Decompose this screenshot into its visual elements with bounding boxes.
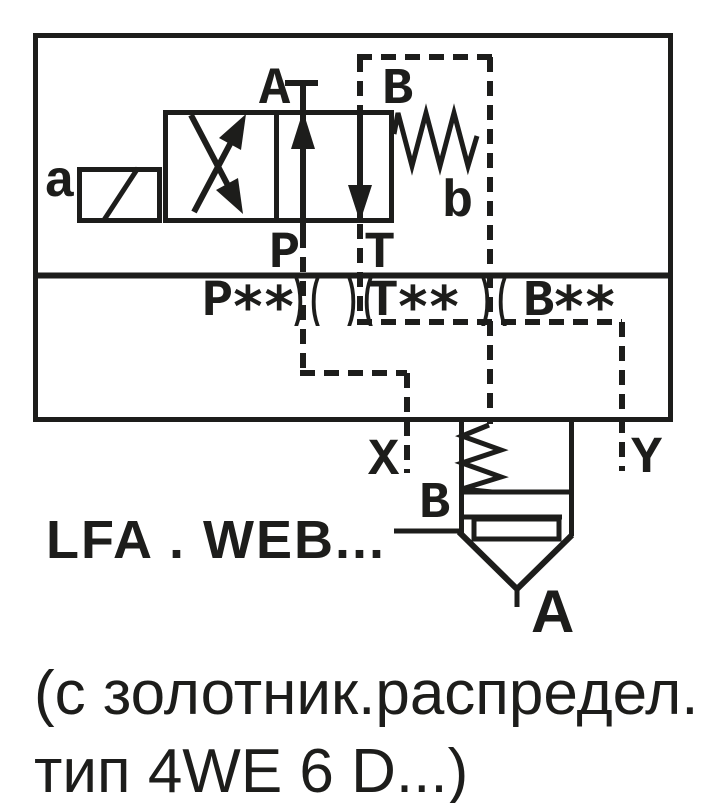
port-b-star-label: B** bbox=[523, 272, 617, 340]
port-p-label: P bbox=[269, 224, 300, 283]
port-b-star-letter: B bbox=[523, 272, 554, 331]
spring-b-label: b bbox=[442, 173, 473, 232]
solenoid-box bbox=[77, 167, 162, 223]
cartridge-spring bbox=[454, 422, 509, 495]
pilot-control-lines: X Y bbox=[300, 54, 663, 490]
crossed-arrow-up-head bbox=[219, 114, 246, 150]
port-p-star-label: P** bbox=[202, 272, 296, 340]
pilot-directional-valve: A B P T a b bbox=[44, 60, 480, 283]
crossed-arrow-down-head bbox=[216, 178, 243, 214]
valve-housing bbox=[33, 33, 673, 422]
subplate-ports-row: P** )( )( T** )( B** bbox=[202, 272, 617, 340]
housing-outline bbox=[33, 33, 673, 422]
port-b-star-stars: ** bbox=[554, 275, 617, 340]
captions: LFA . WEB... (с золотник.распредел. тип … bbox=[34, 510, 698, 803]
crossed-arrow-down-shaft bbox=[188, 113, 237, 199]
caption-line-2: тип 4WE 6 D...) bbox=[34, 737, 468, 803]
plug-symbol-t: )( bbox=[343, 272, 377, 331]
port-b-label: B bbox=[382, 60, 413, 119]
model-code-label: LFA . WEB... bbox=[46, 510, 386, 570]
port-t-star-label: T** bbox=[367, 272, 461, 340]
solenoid-slash bbox=[101, 166, 141, 222]
cartridge-valve: B A bbox=[394, 422, 574, 645]
port-t-label: T bbox=[364, 224, 395, 283]
port-t-star-letter: T bbox=[367, 272, 398, 331]
cartridge-poppet-rect bbox=[471, 516, 562, 542]
cartridge-cone-left bbox=[456, 529, 520, 592]
x-port-label: X bbox=[368, 431, 400, 490]
y-port-label: Y bbox=[631, 429, 663, 488]
port-p-star-letter: P bbox=[202, 272, 233, 331]
port-t-star-stars: ** bbox=[398, 275, 461, 340]
cartridge-port-a-label: A bbox=[531, 578, 574, 645]
solenoid-a-label: a bbox=[44, 153, 75, 212]
cartridge-cone-right bbox=[514, 532, 575, 592]
plug-symbol-p: )( bbox=[290, 272, 324, 331]
port-a-label: A bbox=[259, 60, 291, 119]
valve-spring bbox=[391, 103, 480, 176]
plug-symbol-b: )( bbox=[477, 272, 511, 331]
p-to-a-arrow-head bbox=[291, 111, 315, 149]
b-to-t-arrow-head bbox=[348, 185, 372, 222]
port-p-star-stars: ** bbox=[233, 275, 296, 340]
valve-position-parallel-box bbox=[274, 110, 394, 223]
cartridge-port-b-label: B bbox=[419, 474, 450, 533]
caption-line-1: (с золотник.распредел. bbox=[34, 659, 698, 728]
